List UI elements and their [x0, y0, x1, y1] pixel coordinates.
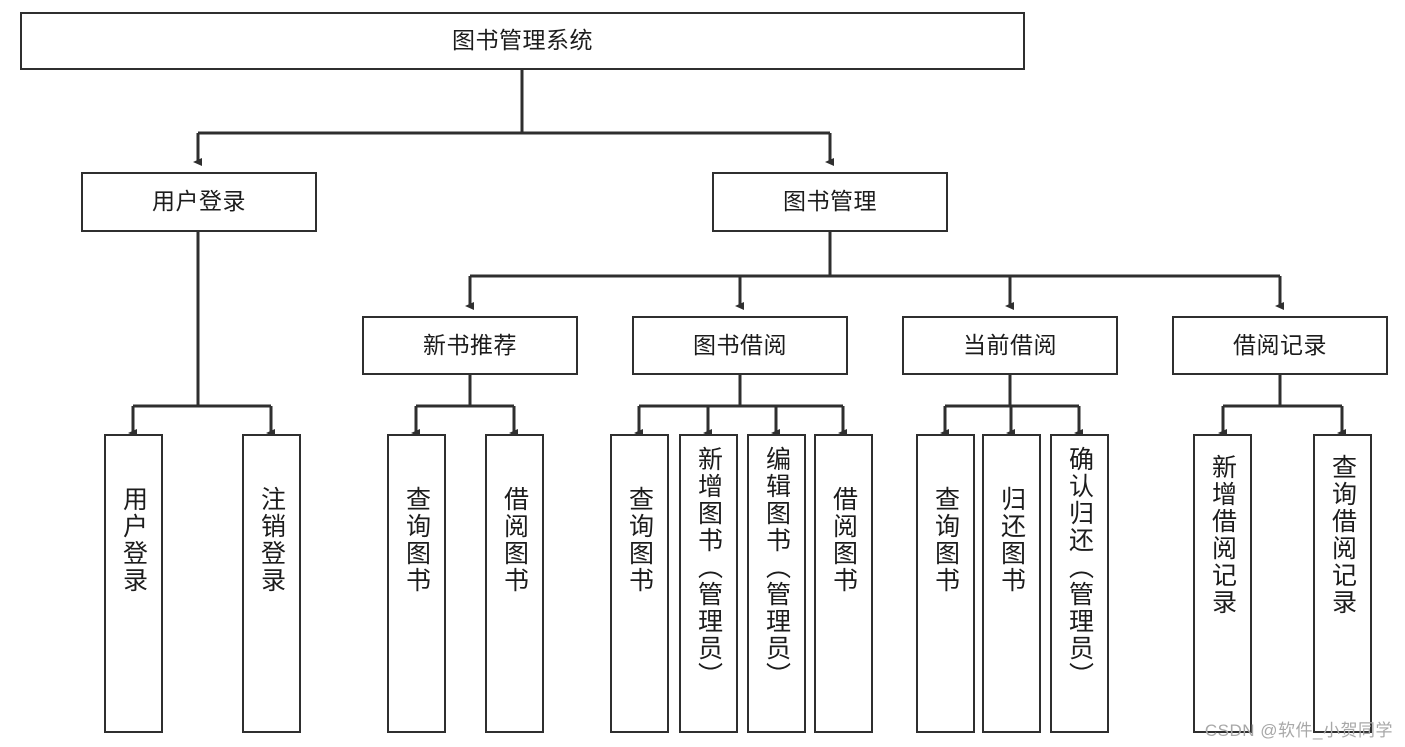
node-label: 注销登录: [257, 486, 286, 594]
leaf-borrow-book[interactable]: 借阅图书: [814, 434, 873, 733]
leaf-query-borrow-record[interactable]: 查询借阅记录: [1313, 434, 1372, 733]
node-new-book-recommend[interactable]: 新书推荐: [362, 316, 578, 375]
node-label: 查询图书: [931, 486, 960, 594]
node-label: 图书管理: [783, 188, 877, 215]
node-label: 查询图书: [625, 486, 654, 594]
node-label: 用户登录: [152, 188, 246, 215]
node-label: 借阅图书: [500, 486, 529, 594]
leaf-edit-book-admin[interactable]: 编辑图书（管理员）: [747, 434, 806, 733]
leaf-query-book-borrow[interactable]: 查询图书: [610, 434, 669, 733]
leaf-return-book[interactable]: 归还图书: [982, 434, 1041, 733]
node-label: 查询借阅记录: [1328, 454, 1357, 616]
leaf-confirm-return-admin[interactable]: 确认归还（管理员）: [1050, 434, 1109, 733]
node-book-management[interactable]: 图书管理: [712, 172, 948, 232]
node-label: 图书借阅: [693, 331, 787, 358]
leaf-borrow-book-newbook[interactable]: 借阅图书: [485, 434, 544, 733]
node-label: 借阅记录: [1233, 331, 1327, 358]
node-user-login[interactable]: 用户登录: [81, 172, 317, 232]
node-label: 新增图书（管理员）: [694, 446, 723, 689]
node-book-borrow[interactable]: 图书借阅: [632, 316, 848, 375]
node-label: 查询图书: [402, 486, 431, 594]
node-current-borrow[interactable]: 当前借阅: [902, 316, 1118, 375]
leaf-user-login[interactable]: 用户登录: [104, 434, 163, 733]
node-label: 新增借阅记录: [1208, 454, 1237, 616]
node-label: 图书管理系统: [452, 27, 593, 54]
leaf-add-book-admin[interactable]: 新增图书（管理员）: [679, 434, 738, 733]
csdn-watermark: CSDN @软件_小贺同学: [1204, 721, 1393, 740]
node-label: 借阅图书: [829, 486, 858, 594]
node-label: 归还图书: [997, 486, 1026, 594]
leaf-query-book-newbook[interactable]: 查询图书: [387, 434, 446, 733]
leaf-add-borrow-record[interactable]: 新增借阅记录: [1193, 434, 1252, 733]
node-label: 编辑图书（管理员）: [762, 446, 791, 689]
leaf-logout-login[interactable]: 注销登录: [242, 434, 301, 733]
node-label: 用户登录: [119, 486, 148, 594]
node-borrow-records[interactable]: 借阅记录: [1172, 316, 1388, 375]
node-root-book-management-system[interactable]: 图书管理系统: [20, 12, 1025, 70]
node-label: 确认归还（管理员）: [1065, 446, 1094, 689]
leaf-query-book-current[interactable]: 查询图书: [916, 434, 975, 733]
node-label: 新书推荐: [423, 331, 517, 358]
node-label: 当前借阅: [963, 331, 1057, 358]
